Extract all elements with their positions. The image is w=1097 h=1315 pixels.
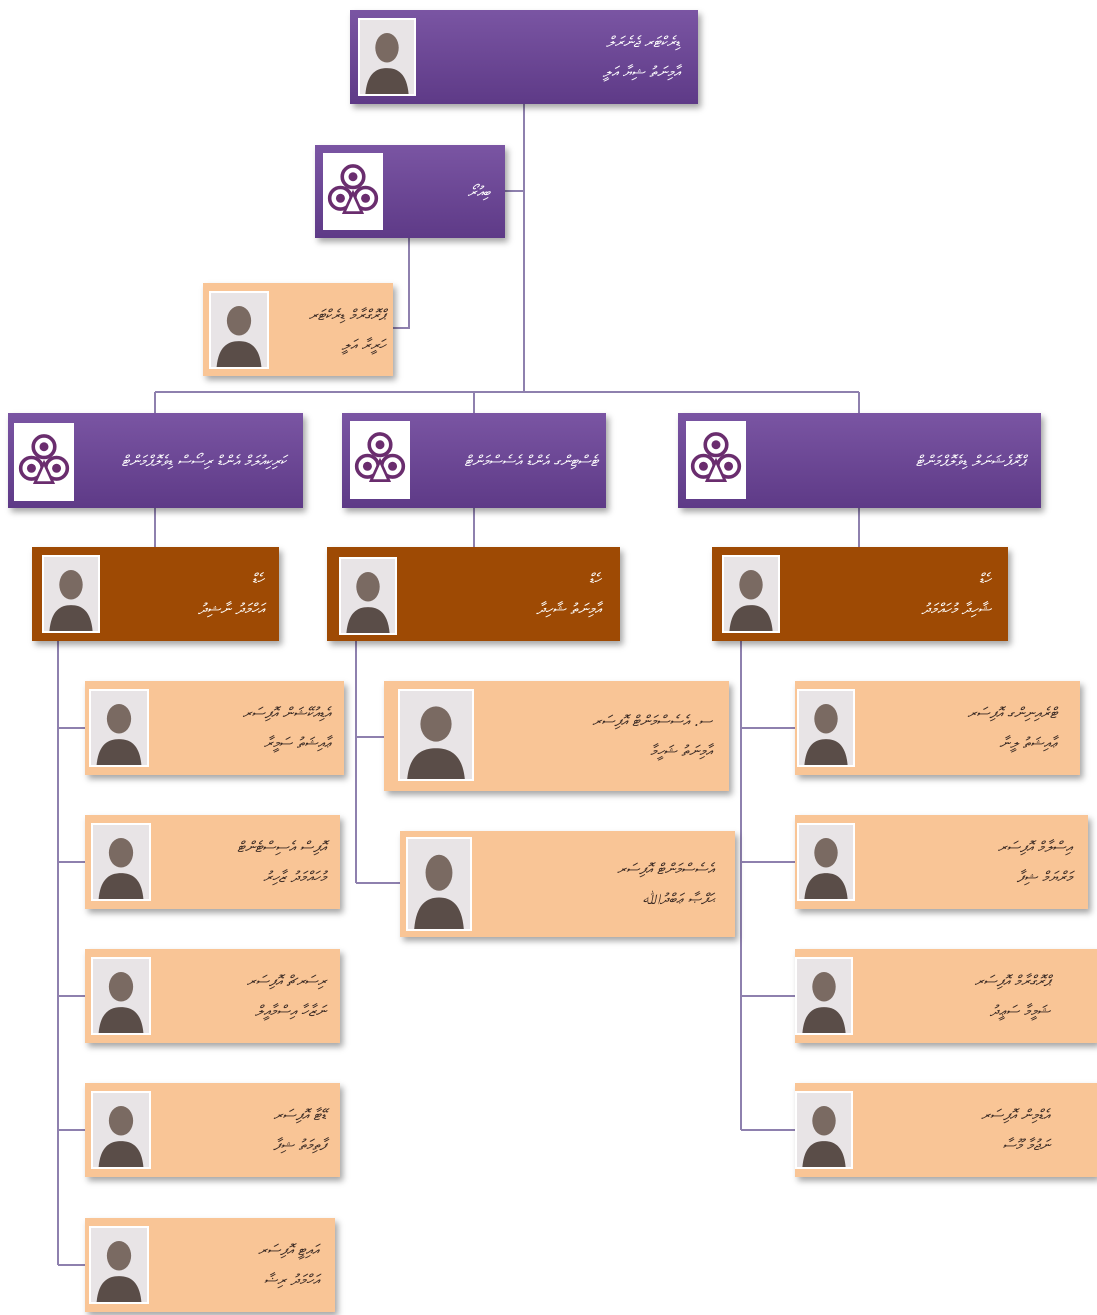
director-text: ޑިރެކްޓަރ ޖެނެރަލް އާމިނަތު ޝިޔާ އަލީ <box>430 10 680 104</box>
head-text-mid: ހެޑް އާމިނަތު ޝާހިދާ <box>411 547 601 641</box>
staff-box-left-1: އެޑިއުކޭޝަން އޮފިސަރ ޢާއިޝަތު ސަމީރާ <box>85 681 344 775</box>
staff-text: ޓްރެއިނިންގ އޮފިސަރ ޢާއިޝަތު ލީނާ <box>867 681 1057 775</box>
staff-text: އެޑިއުކޭޝަން އޮފިސަރ ޢާއިޝަތު ސަމީރާ <box>159 681 332 775</box>
staff-title: ސ. އެސެސްމަންޓް އޮފިސަރ <box>592 712 712 730</box>
staff-name: އާމިނަތު ޝަހީމާ <box>650 742 712 760</box>
head-title-left: ހެޑް <box>251 570 264 588</box>
organization-logo-icon <box>686 421 746 499</box>
person-photo <box>91 823 151 901</box>
organization-logo-icon <box>14 423 74 501</box>
person-photo <box>795 957 853 1035</box>
staff-title: އެޑްމިން އޮފިސަރ <box>980 1106 1050 1124</box>
staff-box-left-3: ރިސަރޗް އޮފިސަރ ނަޒާހާ އިސްމާއީލް <box>85 949 340 1043</box>
person-photo <box>797 823 855 901</box>
department-box-mid: ޓެސްޓިންގ އެންޑް އެސެސްމަންޓް <box>342 413 606 508</box>
staff-box-right-3: ޕްރޮގްރާމް އޮފިސަރ ޝަމީމާ ސަޢީދު <box>795 949 1097 1043</box>
person-photo <box>406 837 472 931</box>
person-photo <box>42 555 100 633</box>
staff-box-left-5: އައިޓީ އޮފިސަރ އަހްމަދު ރިޟާ <box>85 1218 335 1312</box>
director-box: ޑިރެކްޓަރ ޖެނެރަލް އާމިނަތު ޝިޔާ އަލީ <box>350 10 698 104</box>
person-photo <box>89 1226 149 1304</box>
staff-text: އައިޓީ އޮފިސަރ އަހްމަދު ރިޟާ <box>159 1218 319 1312</box>
staff-name: ޢާއިޝަތު ސަމީރާ <box>263 734 331 752</box>
person-photo <box>339 557 397 635</box>
staff-text: ޕްރޮގްރާމް އޮފިސަރ ޝަމީމާ ސަޢީދު <box>865 949 1050 1043</box>
staff-box-mid-2: އެސެސްމަންޓް އޮފިސަރ ޙަފްޞާ ޢަބްދުﷲ <box>400 831 735 937</box>
staff-title: ޓްރެއިނިންގ އޮފިސަރ <box>967 704 1057 722</box>
staff-name: މުހައްމަދު ޒާހިރު <box>263 868 326 886</box>
person-photo <box>91 957 151 1035</box>
staff-title: އެސެސްމަންޓް އޮފިސަރ <box>617 860 714 878</box>
assistant-title: ޕްރޮގްރާމް ޑިރެކްޓަރ <box>308 305 385 324</box>
unit-box: ބިއުރޯ <box>315 145 505 238</box>
head-title-mid: ހެޑް <box>588 570 601 588</box>
staff-text: ޑޭޓާ އޮފިސަރ ފާތިމަތު ޝިފާ <box>161 1083 326 1177</box>
person-photo <box>209 291 269 369</box>
staff-text: އޮފިސް އެސިސްޓެންޓް މުހައްމަދު ޒާހިރު <box>161 815 326 909</box>
staff-title: އިސްލާމް އޮފިސަރ <box>997 838 1072 856</box>
unit-title: ބިއުރޯ <box>467 182 490 201</box>
staff-box-right-2: އިސްލާމް އޮފިސަރ މަރްޔަމް ޝިފާ <box>795 815 1088 909</box>
organization-logo-icon <box>350 421 410 499</box>
staff-title: އޮފިސް އެސިސްޓެންޓް <box>237 838 326 856</box>
department-box-left: ކަރިކިއުލަމް އެންޑް ރިސޯސް ޑިވެލޮޕްމަންޓ… <box>8 413 303 508</box>
head-box-mid: ހެޑް އާމިނަތު ޝާހިދާ <box>327 547 620 641</box>
head-name-left: އަހްމަދު ނާޝިދު <box>197 600 264 618</box>
staff-box-right-4: އެޑްމިން އޮފިސަރ ނަޖުމާ މޫސާ <box>795 1083 1097 1177</box>
assistant-text: ޕްރޮގްރާމް ޑިރެކްޓަރ ހަރީރާ އަލީ <box>275 283 385 376</box>
assistant-name: ހަރީރާ އަލީ <box>341 335 385 354</box>
department-text-left: ކަރިކިއުލަމް އެންޑް ރިސޯސް ޑިވެލޮޕްމަންޓ… <box>86 413 286 508</box>
department-title-mid: ޓެސްޓިންގ އެންޑް އެސެސްމަންޓް <box>464 451 598 470</box>
staff-title: އެޑިއުކޭޝަން އޮފިސަރ <box>242 704 332 722</box>
head-name-right: ޝާހިދާ މުހައްމަދު <box>921 600 991 618</box>
person-photo <box>89 689 149 767</box>
staff-text: އިސްލާމް އޮފިސަރ މަރްޔަމް ޝިފާ <box>867 815 1072 909</box>
head-box-left: ހެޑް އަހްމަދު ނާޝިދު <box>32 547 279 641</box>
head-text-right: ހެޑް ޝާހިދާ މުހައްމަދު <box>796 547 991 641</box>
head-box-right: ހެޑް ޝާހިދާ މުހައްމަދު <box>712 547 1008 641</box>
person-photo <box>358 18 416 96</box>
head-text-left: ހެޑް އަހްމަދު ނާޝިދު <box>114 547 264 641</box>
department-title-right: ޕްރޮފެޝަނަލް ޑިވެލޮޕްމަންޓް <box>915 451 1025 470</box>
staff-name: އަހްމަދު ރިޟާ <box>263 1271 319 1289</box>
staff-box-mid-1: ސ. އެސެސްމަންޓް އޮފިސަރ އާމިނަތު ޝަހީމާ <box>384 681 729 791</box>
staff-box-left-2: އޮފިސް އެސިސްޓެންޓް މުހައްމަދު ޒާހިރު <box>85 815 340 909</box>
staff-title: ޑޭޓާ އޮފިސަރ <box>273 1106 326 1124</box>
person-photo <box>398 689 474 781</box>
staff-name: މަރްޔަމް ޝިފާ <box>1016 868 1072 886</box>
person-photo <box>795 1091 853 1169</box>
head-name-mid: އާމިނަތު ޝާހިދާ <box>536 600 601 618</box>
staff-text: އެޑްމިން އޮފިސަރ ނަޖުމާ މޫސާ <box>865 1083 1050 1177</box>
staff-title: ރިސަރޗް އޮފިސަރ <box>246 972 326 990</box>
person-photo <box>91 1091 151 1169</box>
director-title: ޑިރެކްޓަރ ޖެނެރަލް <box>605 33 680 51</box>
staff-name: ޙަފްޞާ ޢަބްދުﷲ <box>642 890 714 908</box>
assistant-box: ޕްރޮގްރާމް ޑިރެކްޓަރ ހަރީރާ އަލީ <box>203 283 393 376</box>
staff-title: އައިޓީ އޮފިސަރ <box>257 1241 319 1259</box>
organization-logo-icon <box>323 153 383 230</box>
staff-text: ރިސަރޗް އޮފިސަރ ނަޒާހާ އިސްމާއީލް <box>161 949 326 1043</box>
staff-box-right-1: ޓްރެއިނިންގ އޮފިސަރ ޢާއިޝަތު ލީނާ <box>795 681 1080 775</box>
head-title-right: ހެޑް <box>978 570 991 588</box>
department-box-right: ޕްރޮފެޝަނަލް ޑިވެލޮޕްމަންޓް <box>678 413 1041 508</box>
staff-name: ނަޖުމާ މޫސާ <box>1002 1136 1050 1154</box>
unit-text: ބިއުރޯ <box>395 145 490 238</box>
staff-name: ޝަމީމާ ސަޢީދު <box>989 1002 1050 1020</box>
staff-title: ޕްރޮގްރާމް އޮފިސަރ <box>974 972 1050 990</box>
department-text-mid: ޓެސްޓިންގ އެންޑް އެސެސްމަންޓް <box>420 413 598 508</box>
staff-box-left-4: ޑޭޓާ އޮފިސަރ ފާތިމަތު ޝިފާ <box>85 1083 340 1177</box>
person-photo <box>797 689 855 767</box>
staff-name: ނަޒާހާ އިސްމާއީލް <box>254 1002 326 1020</box>
department-title-left: ކަރިކިއުލަމް އެންޑް ރިސޯސް ޑިވެލޮޕްމަންޓ… <box>121 451 286 470</box>
director-name: އާމިނަތު ޝިޔާ އަލީ <box>602 63 680 81</box>
department-text-right: ޕްރޮފެޝަނަލް ޑިވެލޮޕްމަންޓް <box>760 413 1025 508</box>
staff-text: ސ. އެސެސްމަންޓް އޮފިސަރ އާމިނަތު ޝަހީމާ <box>484 681 712 791</box>
person-photo <box>722 555 780 633</box>
staff-name: ޢާއިޝަތު ލީނާ <box>999 734 1057 752</box>
staff-name: ފާތިމަތު ޝިފާ <box>273 1136 326 1154</box>
staff-text: އެސެސްމަންޓް އޮފިސަރ ޙަފްޞާ ޢަބްދުﷲ <box>482 831 714 937</box>
